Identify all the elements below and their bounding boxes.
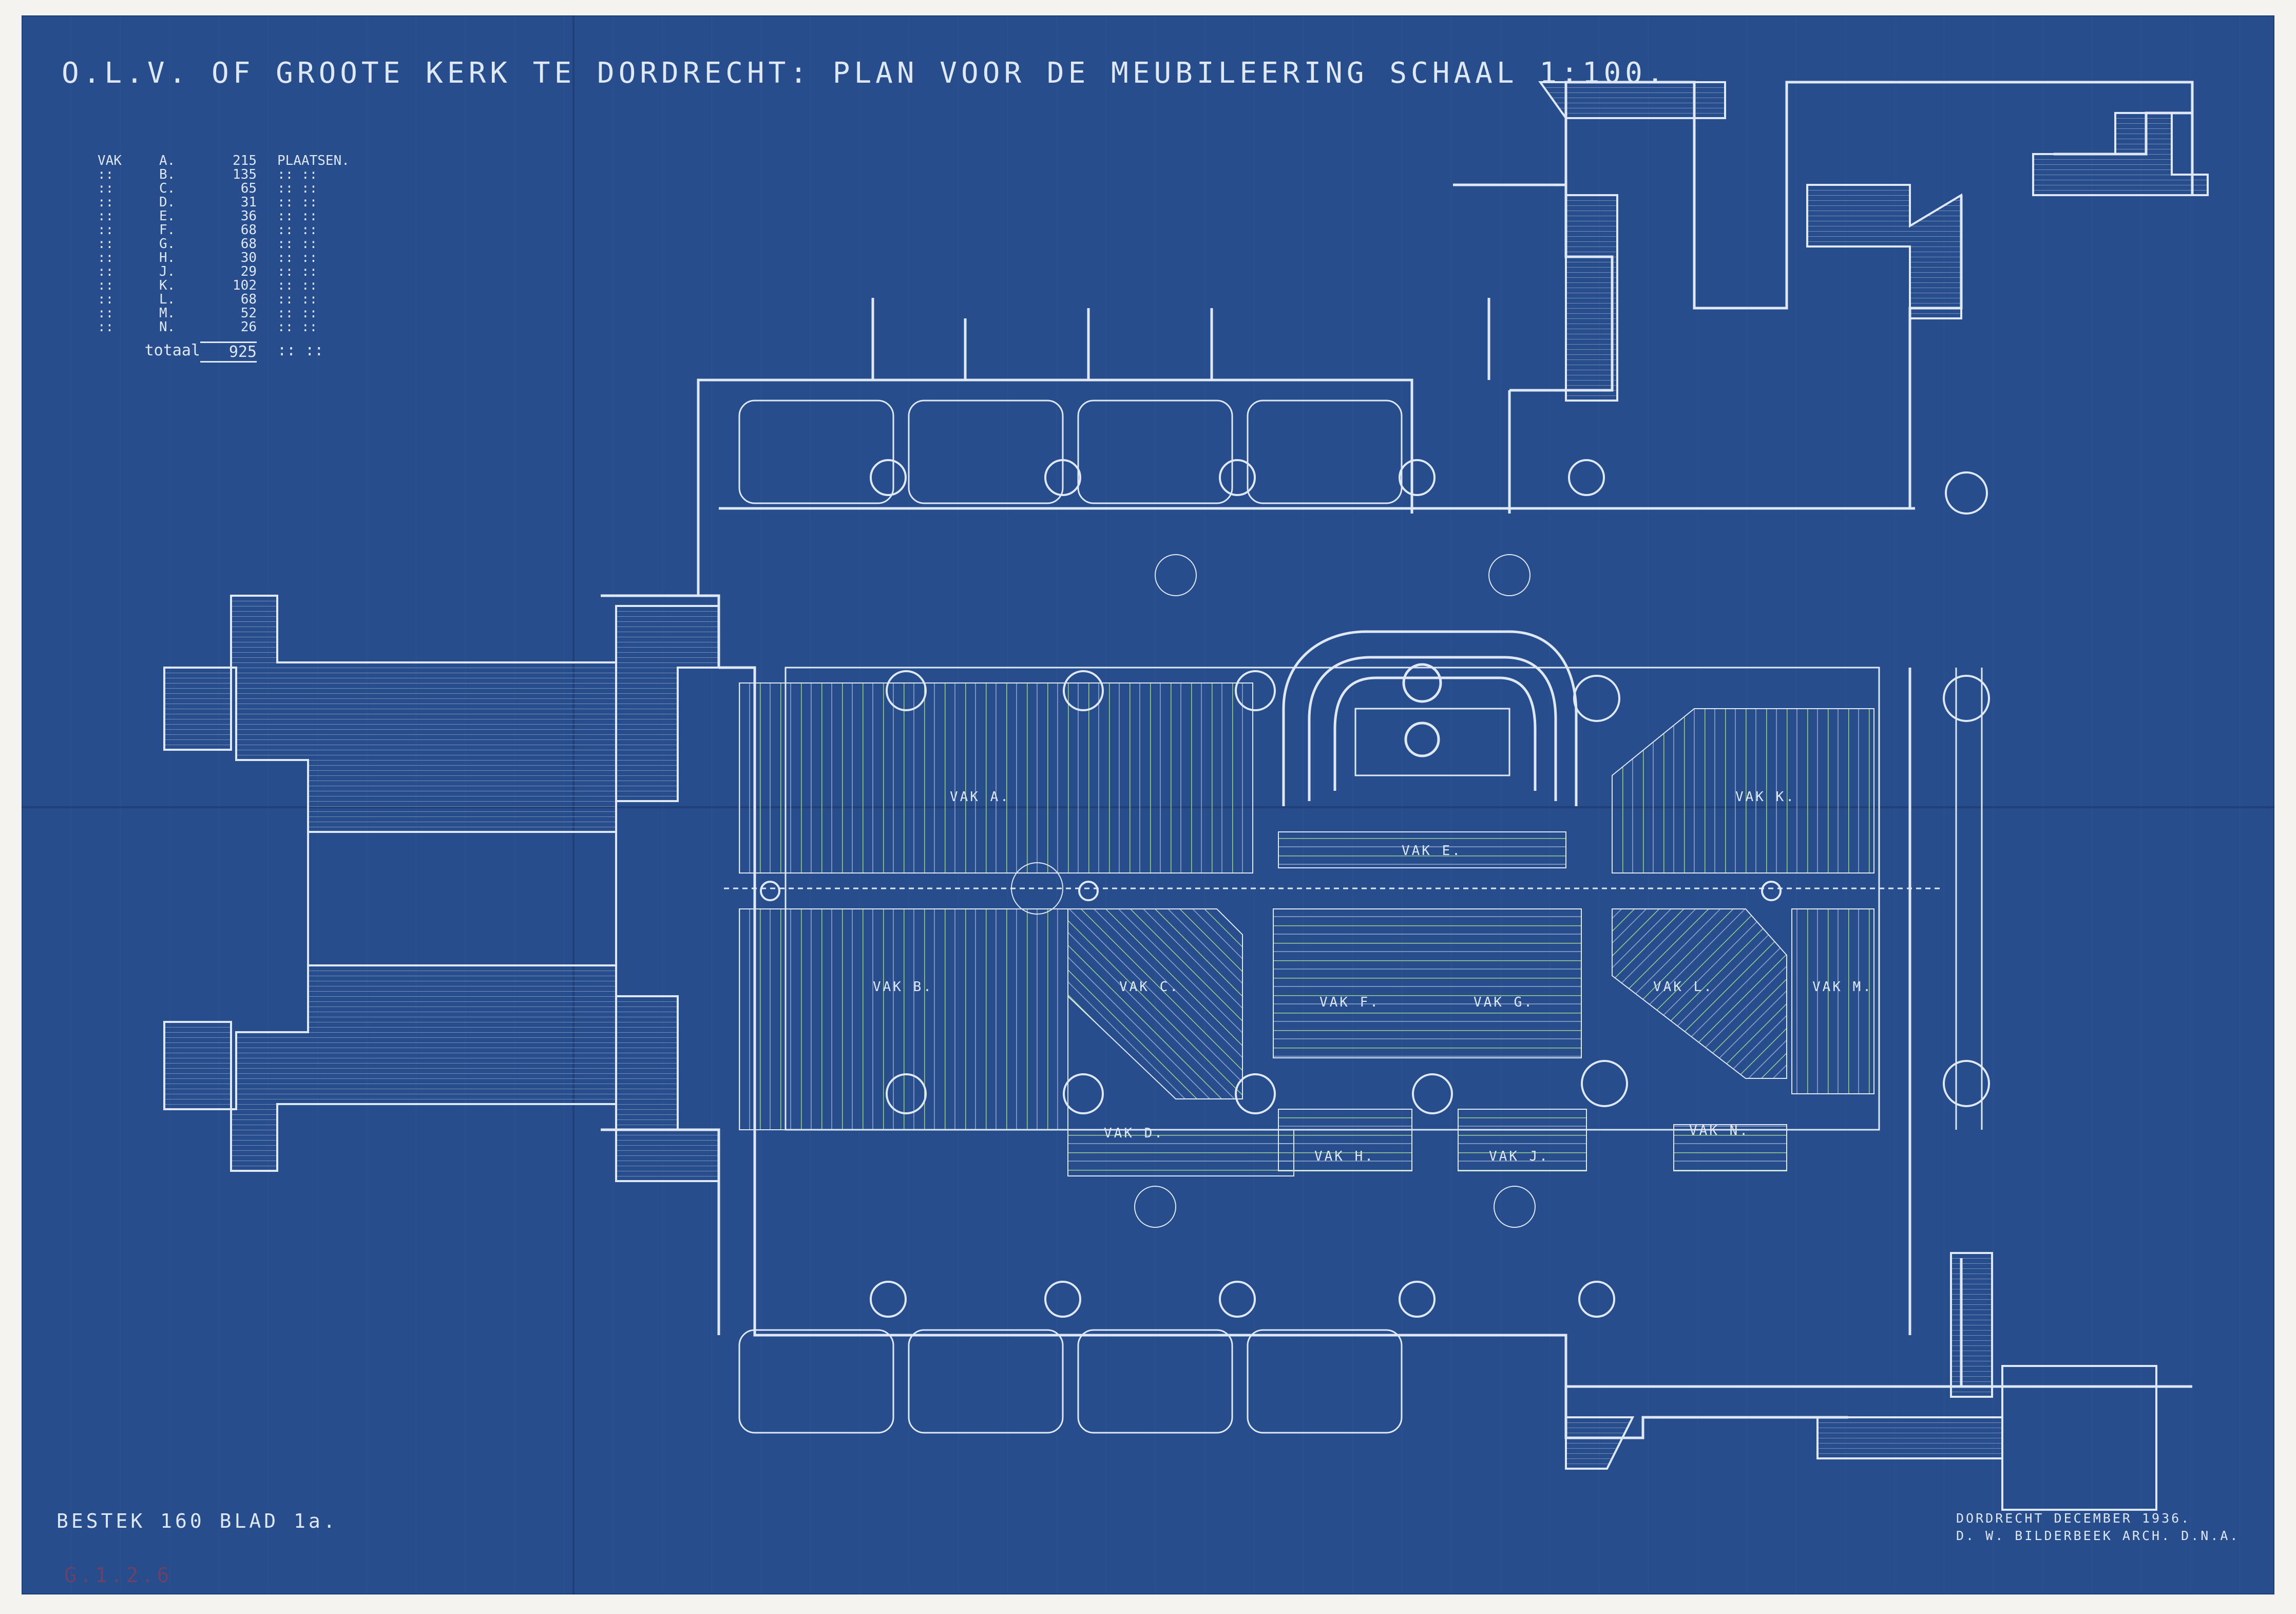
seat-count-table: VAK A. 215 PLAATSEN.::B. 135:: ::::C. 65:: ::… — [98, 153, 350, 363]
seat-row-suffix: :: :: — [277, 195, 318, 210]
seat-row-suffix: :: :: — [277, 264, 318, 279]
seat-row-count: 215 — [233, 153, 257, 168]
seat-row-suffix: :: :: — [277, 250, 318, 265]
northeast-annex — [1538, 81, 2209, 402]
label-vak-k: VAK K. — [1735, 789, 1796, 805]
label-vak-g: VAK G. — [1474, 995, 1534, 1010]
seat-row-prefix: :: — [98, 292, 114, 307]
seat-row-section: F. — [159, 222, 176, 238]
seat-row: ::M. 52:: :: — [98, 307, 349, 320]
seat-row-prefix: :: — [98, 222, 114, 238]
seat-row-count: 29 — [240, 264, 257, 279]
seat-row-prefix: :: — [98, 264, 114, 279]
drawing-title: O.L.V. OF GROOTE KERK TE DORDRECHT: PLAN… — [62, 56, 1668, 90]
seat-row: ::H. 30:: :: — [98, 251, 349, 265]
seat-row-section: K. — [159, 278, 176, 293]
seat-row-suffix: :: :: — [277, 167, 318, 182]
seat-row-count: 26 — [240, 319, 257, 335]
bestek-reference: BESTEK 160 BLAD 1a. — [56, 1510, 338, 1532]
seat-count-rows: VAK A. 215 PLAATSEN.::B. 135:: ::::C. 65:: ::… — [98, 153, 350, 334]
seat-row-suffix: :: :: — [277, 181, 318, 196]
seat-row-count: 68 — [240, 292, 257, 307]
west-tower — [163, 595, 720, 1182]
southeast-annex — [1565, 1252, 2157, 1511]
seat-row-prefix: VAK — [98, 153, 122, 168]
section-labels: VAK A. VAK B. VAK C. VAK D. VAK E. VAK F… — [873, 789, 1873, 1164]
seat-row-count: 68 — [240, 236, 257, 252]
seat-row: ::L. 68:: :: — [98, 293, 349, 307]
seat-row-count: 102 — [233, 278, 257, 293]
seat-row-count: 135 — [233, 167, 257, 182]
total-value: 925 — [200, 341, 257, 363]
seat-row-suffix: :: :: — [277, 208, 318, 224]
seat-row-suffix: PLAATSEN. — [277, 153, 350, 168]
label-vak-a: VAK A. — [950, 789, 1010, 805]
archive-stamp: G.1.2.6 — [64, 1564, 173, 1587]
signature-block: DORDRECHT DECEMBER 1936. D. W. BILDERBEE… — [1956, 1510, 2240, 1545]
seat-row-section: M. — [159, 306, 176, 321]
label-vak-j: VAK J. — [1489, 1149, 1549, 1164]
total-label: totaal — [144, 341, 200, 359]
seat-row-section: B. — [159, 167, 176, 182]
seat-row-count: 68 — [240, 222, 257, 238]
seat-row-suffix: :: :: — [277, 222, 318, 238]
seat-row: ::C. 65:: :: — [98, 182, 349, 196]
seat-row: ::D. 31:: :: — [98, 196, 349, 210]
architect-line: D. W. BILDERBEEK ARCH. D.N.A. — [1956, 1528, 2240, 1543]
seat-row: ::K. 102:: :: — [98, 279, 349, 293]
seat-row-count: 52 — [240, 306, 257, 321]
seat-row-count: 36 — [240, 208, 257, 224]
seat-row-section: H. — [159, 250, 176, 265]
seat-row-prefix: :: — [98, 195, 114, 210]
seat-row: ::F. 68:: :: — [98, 223, 349, 237]
seat-row-section: C. — [159, 181, 176, 196]
seat-row: ::E. 36:: :: — [98, 210, 349, 223]
seat-row-suffix: :: :: — [277, 292, 318, 307]
seat-row: ::N. 26:: :: — [98, 320, 349, 334]
seat-row: VAK A. 215 PLAATSEN. — [98, 153, 350, 168]
seat-row-prefix: :: — [98, 181, 114, 196]
seat-row-count: 65 — [240, 181, 257, 196]
choir-screen — [1282, 630, 1578, 806]
seat-row-count: 31 — [240, 195, 257, 210]
label-vak-l: VAK L. — [1653, 979, 1714, 995]
seat-row: ::B. 135:: :: — [98, 168, 349, 182]
seat-row-section: N. — [159, 319, 176, 335]
label-vak-c: VAK C. — [1119, 979, 1180, 995]
label-vak-h: VAK H. — [1314, 1149, 1375, 1164]
seat-row-section: L. — [159, 292, 176, 307]
seat-row-prefix: :: — [98, 167, 114, 182]
seat-row: ::J. 29:: :: — [98, 265, 349, 279]
label-vak-b: VAK B. — [873, 979, 933, 995]
seat-row-suffix: :: :: — [277, 319, 318, 335]
label-vak-f: VAK F. — [1319, 995, 1380, 1010]
seat-row-section: E. — [159, 208, 176, 224]
seat-row-section: A. — [159, 153, 176, 168]
chapel-row — [738, 400, 1403, 1434]
seat-row-count: 30 — [240, 250, 257, 265]
seat-row: ::G. 68:: :: — [98, 237, 349, 251]
seat-row-prefix: :: — [98, 250, 114, 265]
date-line: DORDRECHT DECEMBER 1936. — [1956, 1511, 2191, 1526]
label-vak-d: VAK D. — [1104, 1126, 1164, 1141]
seat-row-section: D. — [159, 195, 176, 210]
seat-row-section: G. — [159, 236, 176, 252]
seat-row-suffix: :: :: — [277, 278, 318, 293]
columns — [760, 459, 1990, 1318]
seat-row-prefix: :: — [98, 319, 114, 335]
seat-row-prefix: :: — [98, 236, 114, 252]
seat-row-prefix: :: — [98, 306, 114, 321]
seat-row-prefix: :: — [98, 278, 114, 293]
label-vak-n: VAK N. — [1689, 1123, 1750, 1138]
seat-row-suffix: :: :: — [277, 306, 318, 321]
label-vak-m: VAK M. — [1812, 979, 1873, 995]
label-vak-e: VAK E. — [1402, 843, 1462, 859]
seat-count-total: totaal 925 :: :: — [98, 341, 349, 363]
total-suffix: :: :: — [277, 341, 324, 359]
seat-row-section: J. — [159, 264, 176, 279]
pew-blocks — [739, 682, 1874, 1176]
seat-row-prefix: :: — [98, 208, 114, 224]
seat-row-suffix: :: :: — [277, 236, 318, 252]
